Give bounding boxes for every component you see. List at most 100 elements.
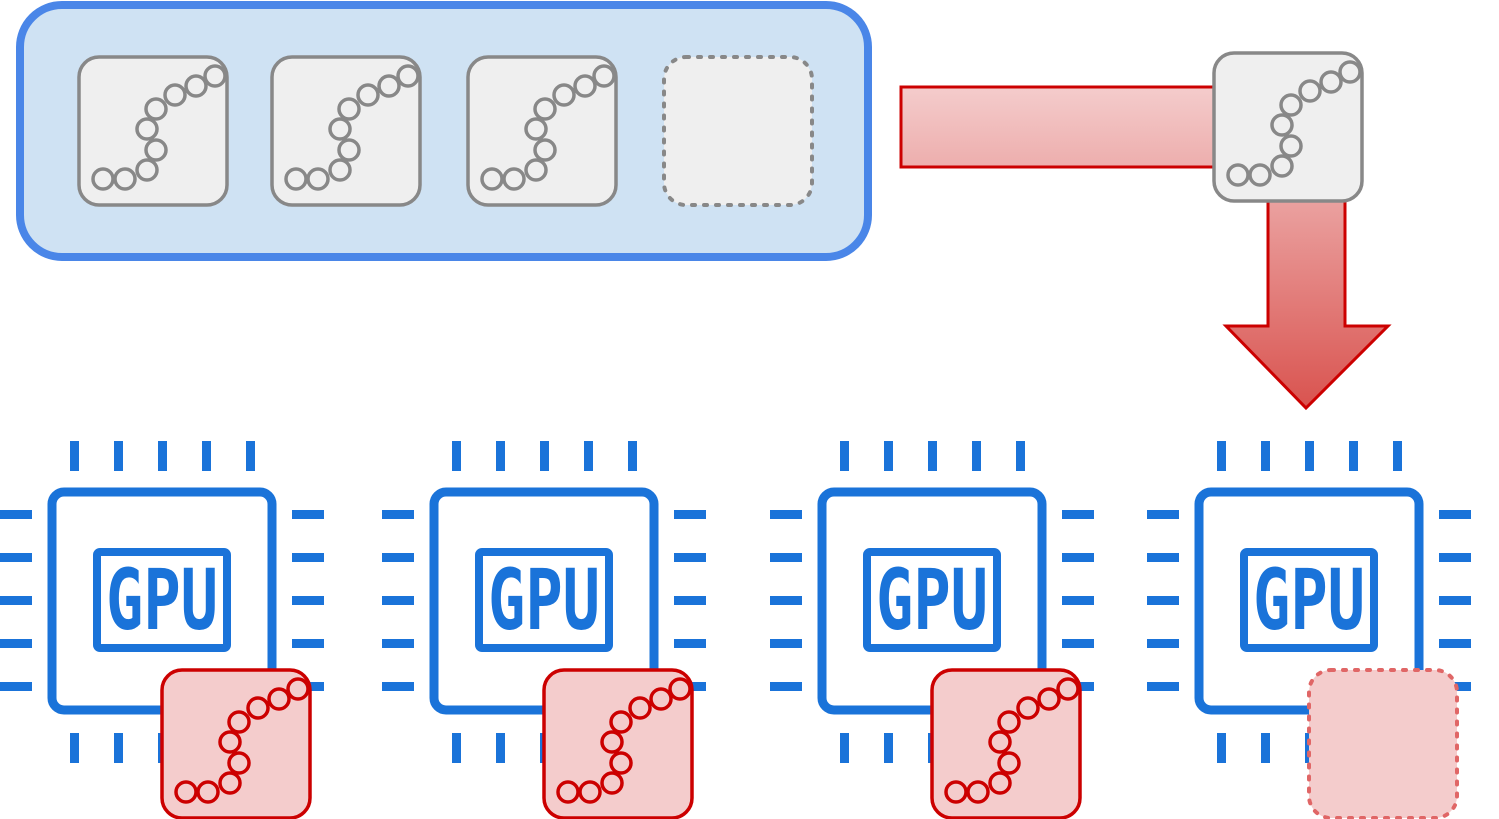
gpu-pin [1062, 596, 1094, 605]
molecule-bead [184, 74, 208, 98]
molecule-bead [533, 138, 557, 162]
molecule-bead [1248, 163, 1272, 187]
gpu-pin [540, 441, 549, 471]
gpu-pin [452, 441, 461, 471]
molecule-chain-icon [480, 64, 616, 191]
gpu-pin [0, 510, 32, 519]
molecule-bead [144, 97, 168, 121]
assigned-job-tile [930, 668, 1082, 819]
gpu-pin [292, 596, 324, 605]
gpu-unit: GPU [770, 441, 1094, 819]
molecule-bead [227, 710, 251, 734]
gpu-pin [628, 441, 637, 471]
molecule-bead [1338, 60, 1362, 84]
empty-slot [1307, 668, 1459, 819]
gpu-pin [1439, 596, 1471, 605]
gpu-pin [1016, 441, 1025, 471]
gpu-pin [1062, 510, 1094, 519]
molecule-bead [267, 687, 291, 711]
assigned-job-tile [542, 668, 694, 819]
molecule-bead [609, 751, 633, 775]
molecule-bead [1226, 163, 1250, 187]
molecule-bead [533, 97, 557, 121]
gpu-pin [1261, 441, 1270, 471]
molecule-bead [286, 677, 310, 701]
gpu-unit: GPU [1147, 441, 1471, 819]
gpu-pin [496, 441, 505, 471]
gpu-pin [840, 733, 849, 763]
gpu-pin [770, 510, 802, 519]
job-queue-box [16, 1, 872, 261]
gpu-pin [0, 596, 32, 605]
molecule-bead [997, 751, 1021, 775]
molecule-bead [628, 696, 652, 720]
molecule-bead [306, 167, 330, 191]
gpu-pin [382, 553, 414, 562]
gpu-pin [1062, 639, 1094, 648]
molecule-bead [1037, 687, 1061, 711]
gpu-pin [1439, 510, 1471, 519]
gpu-pin [1349, 441, 1358, 471]
queued-job-tile [466, 55, 618, 207]
molecule-bead [377, 74, 401, 98]
molecule-bead [480, 167, 504, 191]
dispatched-job [1212, 51, 1364, 203]
gpu-pin [972, 441, 981, 471]
gpu-pin [292, 510, 324, 519]
gpu-pin [1147, 682, 1179, 691]
gpu-pin [674, 553, 706, 562]
gpu-label-box [1240, 548, 1378, 652]
gpu-pin [770, 596, 802, 605]
gpu-pin [382, 510, 414, 519]
molecule-bead [1016, 696, 1040, 720]
gpu-pin [382, 639, 414, 648]
gpu-label: GPU [488, 551, 600, 649]
molecule-bead [600, 730, 624, 754]
gpu-pin [246, 441, 255, 471]
gpu-pin [202, 441, 211, 471]
gpu-pin [770, 553, 802, 562]
molecule-bead [356, 83, 380, 107]
molecule-bead [328, 158, 352, 182]
gpu-pin [674, 639, 706, 648]
molecule-bead [1279, 134, 1303, 158]
molecule-bead [91, 167, 115, 191]
gpu-pin [70, 733, 79, 763]
gpu-label-box [863, 548, 1001, 652]
job-queue [16, 1, 872, 261]
gpu-pin [674, 596, 706, 605]
gpu-pin [114, 733, 123, 763]
molecule-chain-icon [284, 64, 420, 191]
empty-queue-slot [662, 55, 814, 207]
gpu-pin [1305, 441, 1314, 471]
molecule-bead [1298, 79, 1322, 103]
molecule-bead [966, 780, 990, 804]
empty-gpu-slot [1307, 668, 1459, 819]
molecule-bead [524, 158, 548, 182]
molecule-bead [502, 167, 526, 191]
gpu-pin [292, 639, 324, 648]
molecule-bead [1270, 113, 1294, 137]
gpu-pin [770, 639, 802, 648]
molecule-bead [578, 780, 602, 804]
molecule-bead [1270, 154, 1294, 178]
molecule-bead [944, 780, 968, 804]
molecule-chain-icon [944, 677, 1080, 804]
molecule-bead [227, 751, 251, 775]
gpu-pin [114, 441, 123, 471]
molecule-bead [203, 64, 227, 88]
gpu-pin [0, 553, 32, 562]
assigned-job-tile [160, 668, 312, 819]
dispatched-job-tile [1212, 51, 1364, 203]
gpu-chip-icon: GPU [1147, 441, 1471, 763]
molecule-bead [163, 83, 187, 107]
molecule-bead [1056, 677, 1080, 701]
molecule-bead [284, 167, 308, 191]
molecule-bead [218, 730, 242, 754]
gpu-pin [1439, 639, 1471, 648]
gpu-pin [840, 441, 849, 471]
queued-job-tile [270, 55, 422, 207]
molecule-bead [609, 710, 633, 734]
queued-job-tile [77, 55, 229, 207]
